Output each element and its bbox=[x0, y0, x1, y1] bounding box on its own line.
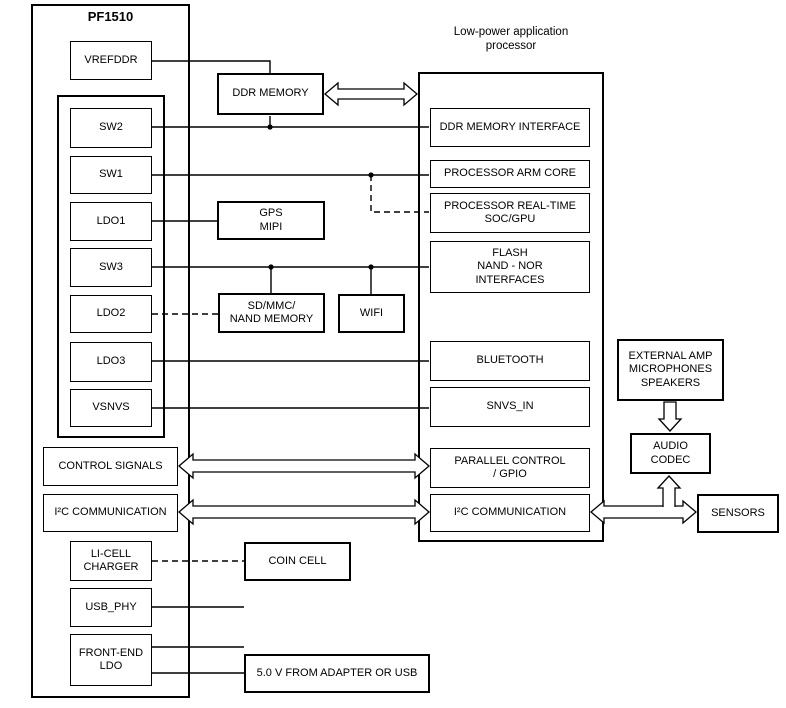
block-vsnvs: VSNVS bbox=[70, 389, 152, 427]
junction-dot bbox=[368, 264, 374, 270]
block-parallel-control-gpio: PARALLEL CONTROL / GPIO bbox=[430, 448, 590, 488]
processor-title: Low-power application processor bbox=[453, 26, 569, 53]
box-label: VREFDDR bbox=[84, 53, 138, 66]
block-ldo2: LDO2 bbox=[70, 295, 152, 333]
box-label: SW2 bbox=[99, 121, 123, 134]
block-wifi: WIFI bbox=[338, 294, 405, 333]
block-sd-mmc-nand: SD/MMC/ NAND MEMORY bbox=[218, 293, 325, 333]
box-label: SENSORS bbox=[711, 506, 765, 519]
block-i2c-pmic: I²C COMMUNICATION bbox=[43, 494, 178, 532]
block-ddr-memory-interface: DDR MEMORY INTERFACE bbox=[430, 108, 590, 147]
box-label: BLUETOOTH bbox=[476, 354, 544, 367]
block-sensors: SENSORS bbox=[697, 494, 779, 533]
box-label: LI-CELL CHARGER bbox=[83, 547, 139, 573]
junction-dot bbox=[368, 172, 374, 178]
box-label: PROCESSOR REAL-TIME SOC/GPU bbox=[443, 199, 577, 225]
box-label: WIFI bbox=[359, 306, 384, 319]
box-label: I²C COMMUNICATION bbox=[54, 506, 167, 519]
block-processor-realtime-soc-gpu: PROCESSOR REAL-TIME SOC/GPU bbox=[430, 193, 590, 233]
block-sw2: SW2 bbox=[70, 108, 152, 148]
block-sw1: SW1 bbox=[70, 156, 152, 194]
box-label: SW1 bbox=[99, 168, 123, 181]
box-label: PARALLEL CONTROL / GPIO bbox=[454, 454, 566, 480]
block-external-amp: EXTERNAL AMP MICROPHONES SPEAKERS bbox=[617, 339, 724, 401]
box-label: 5.0 V FROM ADAPTER OR USB bbox=[256, 666, 418, 679]
box-label: SD/MMC/ NAND MEMORY bbox=[229, 299, 314, 325]
arrow-i2c-audio-codec bbox=[656, 475, 682, 507]
block-ddr-memory: DDR MEMORY bbox=[217, 73, 324, 115]
processor-outline bbox=[418, 72, 604, 542]
block-ldo1: LDO1 bbox=[70, 202, 152, 241]
block-control-signals: CONTROL SIGNALS bbox=[43, 447, 178, 486]
block-processor-arm-core: PROCESSOR ARM CORE bbox=[430, 160, 590, 188]
arrow-control-signals bbox=[178, 452, 430, 480]
arrow-i2c-sensors bbox=[589, 499, 698, 525]
block-li-cell-charger: LI-CELL CHARGER bbox=[70, 541, 152, 581]
arrow-ddr-memory-processor bbox=[323, 81, 419, 107]
box-label: CONTROL SIGNALS bbox=[58, 459, 163, 472]
box-label: SNVS_IN bbox=[486, 400, 534, 413]
box-label: VSNVS bbox=[92, 401, 130, 414]
box-label: PROCESSOR ARM CORE bbox=[443, 167, 577, 180]
block-snvs-in: SNVS_IN bbox=[430, 387, 590, 427]
block-usb-phy: USB_PHY bbox=[70, 588, 152, 627]
box-label: LDO2 bbox=[96, 307, 126, 320]
box-label: I²C COMMUNICATION bbox=[453, 506, 567, 519]
box-label: FRONT-END LDO bbox=[78, 646, 144, 672]
block-i2c-processor: I²C COMMUNICATION bbox=[430, 494, 590, 532]
box-label: LDO1 bbox=[96, 214, 126, 227]
box-label: COIN CELL bbox=[268, 554, 327, 567]
block-ldo3: LDO3 bbox=[70, 342, 152, 382]
junction-dot bbox=[267, 124, 273, 130]
block-gps-mipi: GPS MIPI bbox=[217, 201, 325, 240]
box-label: LDO3 bbox=[96, 355, 126, 368]
block-audio-codec: AUDIO CODEC bbox=[630, 433, 711, 474]
block-bluetooth: BLUETOOTH bbox=[430, 341, 590, 381]
box-label: DDR MEMORY bbox=[232, 87, 309, 100]
block-front-end-ldo: FRONT-END LDO bbox=[70, 634, 152, 686]
box-label: FLASH NAND - NOR INTERFACES bbox=[475, 247, 545, 286]
box-label: AUDIO CODEC bbox=[650, 440, 691, 466]
block-sw3: SW3 bbox=[70, 248, 152, 287]
box-label: SW3 bbox=[99, 260, 123, 273]
block-vrefddr: VREFDDR bbox=[70, 41, 152, 80]
pmic-title: PF1510 bbox=[87, 9, 134, 24]
arrow-i2c-left bbox=[178, 498, 430, 526]
box-label: DDR MEMORY INTERFACE bbox=[439, 120, 581, 133]
block-flash-nand-nor: FLASH NAND - NOR INTERFACES bbox=[430, 241, 590, 293]
pf1510-outline bbox=[31, 4, 190, 698]
block-coin-cell: COIN CELL bbox=[244, 542, 351, 581]
box-label: USB_PHY bbox=[85, 600, 137, 613]
block-5v-supply: 5.0 V FROM ADAPTER OR USB bbox=[244, 654, 430, 693]
box-label: EXTERNAL AMP MICROPHONES SPEAKERS bbox=[628, 350, 713, 389]
junction-dot bbox=[268, 264, 274, 270]
arrow-externalamp-codec bbox=[657, 401, 683, 432]
box-label: GPS MIPI bbox=[259, 207, 283, 233]
